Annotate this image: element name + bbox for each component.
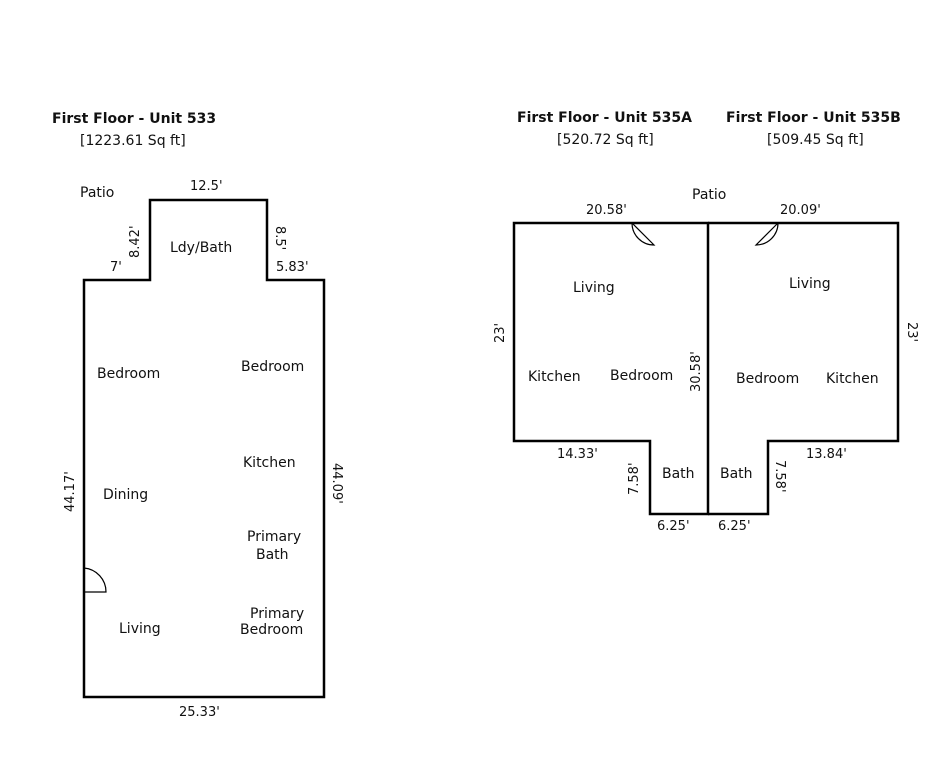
room-535a-kitchen-label: Kitchen (528, 369, 581, 385)
room-535b-bath-label: Bath (720, 466, 753, 482)
dim-535b-notch-vertical: 7.58' (772, 460, 787, 493)
unit-535a-door-icon (631, 222, 656, 246)
room-ldy-bath-label: Ldy/Bath (170, 240, 232, 256)
dim-535a-notch-vertical: 7.58' (627, 462, 642, 495)
dim-533-notch-right-horizontal: 5.83' (276, 260, 309, 275)
room-535b-bedroom-label: Bedroom (736, 371, 799, 387)
room-535a-living-label: Living (573, 280, 615, 296)
unit-535b-area: [509.45 Sq ft] (767, 132, 864, 148)
dim-533-bottom: 25.33' (179, 705, 220, 720)
room-535a-bedroom-label: Bedroom (610, 368, 673, 384)
unit-533-door-icon (83, 567, 107, 593)
unit-533-outline (82, 198, 326, 699)
room-dining-label: Dining (103, 487, 148, 503)
dim-533-notch-left-vertical: 8.42' (128, 225, 143, 258)
unit-535b: First Floor - Unit 535B [509.45 Sq ft] L… (708, 110, 919, 534)
room-living-label: Living (119, 621, 161, 637)
dim-535a-bottom: 6.25' (657, 519, 690, 534)
room-kitchen-label: Kitchen (243, 455, 296, 471)
room-535a-bath-label: Bath (662, 466, 695, 482)
unit-535b-outline (708, 221, 900, 516)
room-535b-kitchen-label: Kitchen (826, 371, 879, 387)
unit-533: First Floor - Unit 533 [1223.61 Sq ft] P… (52, 111, 344, 720)
dim-533-notch-left-horizontal: 7' (110, 260, 122, 275)
dim-535b-bottom: 6.25' (718, 519, 751, 534)
unit-535b-door-icon (754, 222, 779, 246)
dim-533-right: 44.09' (329, 463, 344, 504)
room-535b-living-label: Living (789, 276, 831, 292)
room-primary-bedroom-label-1: Primary (250, 606, 304, 622)
dim-535b-bottom-right: 13.84' (806, 447, 847, 462)
room-bedroom-left-label: Bedroom (97, 366, 160, 382)
dim-535a-right: 30.58' (689, 351, 704, 392)
dim-535a-top: 20.58' (586, 203, 627, 218)
room-primary-bedroom-label-2: Bedroom (240, 622, 303, 638)
dim-533-notch-right-vertical: 8.5' (272, 226, 287, 250)
dim-535b-top: 20.09' (780, 203, 821, 218)
unit-535b-title: First Floor - Unit 535B (726, 110, 901, 126)
dim-533-top: 12.5' (190, 179, 223, 194)
unit-533-patio-label: Patio (80, 185, 114, 201)
dim-535a-left: 23' (493, 323, 508, 343)
unit-533-title: First Floor - Unit 533 (52, 111, 216, 127)
unit-535a-area: [520.72 Sq ft] (557, 132, 654, 148)
unit-533-area: [1223.61 Sq ft] (80, 133, 186, 149)
dim-535b-right: 23' (904, 322, 919, 342)
room-primary-bath-label-2: Bath (256, 547, 289, 563)
dim-535a-bottom-left: 14.33' (557, 447, 598, 462)
room-bedroom-right-label: Bedroom (241, 359, 304, 375)
shared-patio-label: Patio (692, 187, 726, 203)
unit-535a-title: First Floor - Unit 535A (517, 110, 692, 126)
room-primary-bath-label-1: Primary (247, 529, 301, 545)
dim-533-left: 44.17' (63, 471, 78, 512)
unit-535a: First Floor - Unit 535A [520.72 Sq ft] L… (493, 110, 710, 534)
